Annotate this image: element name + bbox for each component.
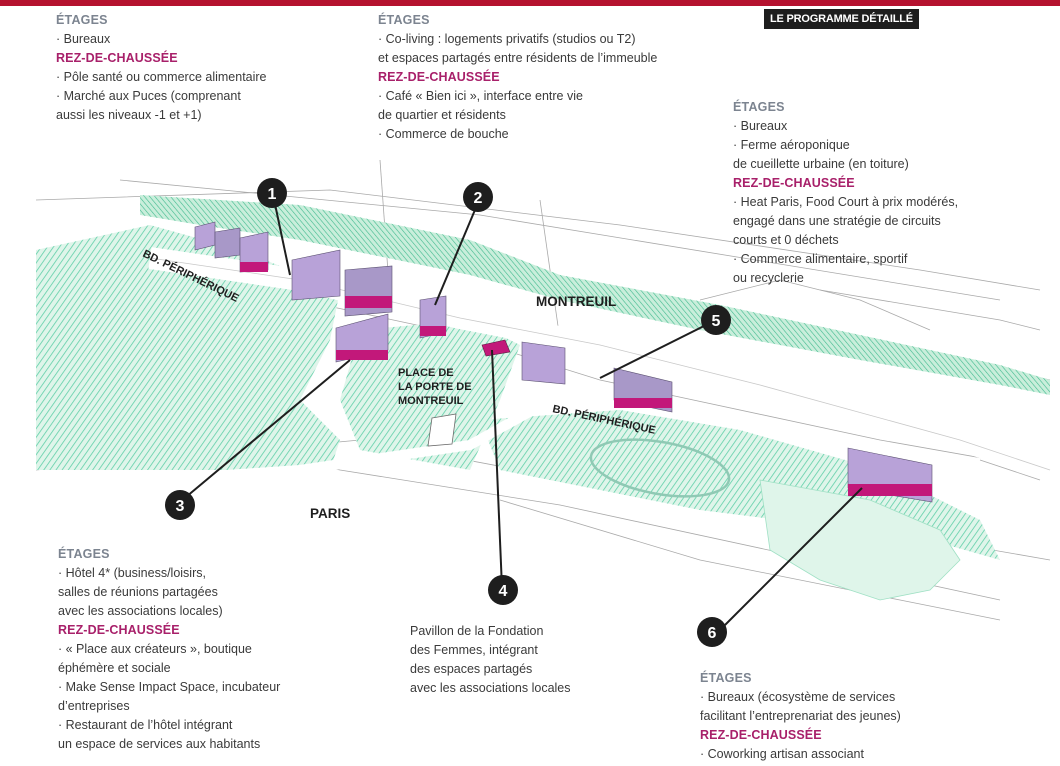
label-montreuil: MONTREUIL xyxy=(536,294,616,309)
buildings xyxy=(194,221,933,503)
text-line: · Commerce de bouche xyxy=(378,127,509,141)
etages-heading: ÉTAGES xyxy=(733,100,785,114)
text-line: · « Place aux créateurs », boutique xyxy=(58,642,252,656)
rdc-heading: REZ-DE-CHAUSSÉE xyxy=(700,728,822,742)
text-line: · Heat Paris, Food Court à prix modérés, xyxy=(733,195,959,209)
building-4 xyxy=(481,339,511,357)
text-line: et espaces partagés entre résidents de l… xyxy=(378,51,658,65)
text-line: · Bureaux xyxy=(733,119,788,133)
text-line: de quartier et résidents xyxy=(378,108,506,122)
green-strip-north xyxy=(140,195,1050,395)
text-line: un espace de services aux habitants xyxy=(58,737,261,751)
building-6 xyxy=(847,447,933,503)
text-line: avec les associations locales xyxy=(410,681,571,695)
etages-heading: ÉTAGES xyxy=(56,13,108,27)
text-line: ou recyclerie xyxy=(733,271,804,285)
marker-3-label: 3 xyxy=(176,498,185,515)
text-line: · Marché aux Puces (comprenant xyxy=(56,89,241,103)
text-line: · Bureaux xyxy=(56,32,111,46)
text-line: de cueillette urbaine (en toiture) xyxy=(733,157,909,171)
text-line: · Bureaux (écosystème de services xyxy=(700,690,896,704)
building-2 xyxy=(419,295,447,339)
building-1 xyxy=(194,221,393,317)
rdc-heading: REZ-DE-CHAUSSÉE xyxy=(58,623,180,637)
label-paris: PARIS xyxy=(310,506,350,521)
etages-heading: ÉTAGES xyxy=(378,13,430,27)
marker-5-label: 5 xyxy=(712,313,721,330)
small-building xyxy=(427,413,457,447)
program-badge: LE PROGRAMME DÉTAILLÉ xyxy=(764,9,919,29)
marker-1-label: 1 xyxy=(268,186,277,203)
green-area-west xyxy=(36,225,340,470)
marker-4-label: 4 xyxy=(499,583,508,600)
program-block-1: ÉTAGES · Bureaux REZ-DE-CHAUSSÉE · Pôle … xyxy=(56,11,267,125)
text-line: aussi les niveaux -1 et +1) xyxy=(56,108,202,122)
etages-heading: ÉTAGES xyxy=(58,547,110,561)
program-block-5: ÉTAGES · Bureaux · Ferme aéroponique de … xyxy=(733,98,958,288)
building-3 xyxy=(335,313,389,363)
text-line: des espaces partagés xyxy=(410,662,533,676)
label-place-line2: LA PORTE DE xyxy=(398,381,472,393)
marker-6-label: 6 xyxy=(708,625,717,642)
text-line: des Femmes, intégrant xyxy=(410,643,538,657)
etages-heading: ÉTAGES xyxy=(700,671,752,685)
text-line: engagé dans une stratégie de circuits xyxy=(733,214,941,228)
rdc-heading: REZ-DE-CHAUSSÉE xyxy=(733,176,855,190)
text-line: éphémère et sociale xyxy=(58,661,171,675)
marker-4: 4 xyxy=(488,575,518,605)
program-block-6: ÉTAGES · Bureaux (écosystème de services… xyxy=(700,669,901,764)
text-line: · Café « Bien ici », interface entre vie xyxy=(378,89,583,103)
label-place-line1: PLACE DE xyxy=(398,367,454,379)
marker-2-label: 2 xyxy=(474,190,483,207)
rdc-heading: REZ-DE-CHAUSSÉE xyxy=(56,51,178,65)
text-line: · Coworking artisan associant xyxy=(700,747,864,761)
rdc-heading: REZ-DE-CHAUSSÉE xyxy=(378,70,500,84)
building-5 xyxy=(521,341,673,413)
label-place-line3: MONTREUIL xyxy=(398,395,464,407)
green-area-east xyxy=(759,479,961,601)
text-line: salles de réunions partagées xyxy=(58,585,218,599)
marker-1: 1 xyxy=(257,178,287,208)
text-line: · Make Sense Impact Space, incubateur xyxy=(58,680,281,694)
text-line: · Pôle santé ou commerce alimentaire xyxy=(56,70,267,84)
running-track xyxy=(589,438,731,498)
text-line: avec les associations locales) xyxy=(58,604,223,618)
program-block-2: ÉTAGES · Co-living : logements privatifs… xyxy=(378,11,657,144)
avenue-road xyxy=(35,390,563,493)
program-block-3: ÉTAGES · Hôtel 4* (business/loisirs, sal… xyxy=(58,545,280,754)
program-block-4: Pavillon de la Fondation des Femmes, int… xyxy=(410,622,571,698)
text-line: · Hôtel 4* (business/loisirs, xyxy=(58,566,206,580)
text-line: facilitant l’entreprenariat des jeunes) xyxy=(700,709,901,723)
text-line: · Ferme aéroponique xyxy=(733,138,850,152)
text-line: courts et 0 déchets xyxy=(733,233,839,247)
text-line: d’entreprises xyxy=(58,699,130,713)
marker-2: 2 xyxy=(463,182,493,212)
text-line: Pavillon de la Fondation xyxy=(410,624,544,638)
marker-3: 3 xyxy=(165,490,195,520)
text-line: · Co-living : logements privatifs (studi… xyxy=(378,32,636,46)
marker-6: 6 xyxy=(697,617,727,647)
text-line: · Restaurant de l’hôtel intégrant xyxy=(58,718,233,732)
marker-5: 5 xyxy=(701,305,731,335)
text-line: · Commerce alimentaire, sportif xyxy=(733,252,908,266)
top-accent-bar xyxy=(0,0,1060,6)
